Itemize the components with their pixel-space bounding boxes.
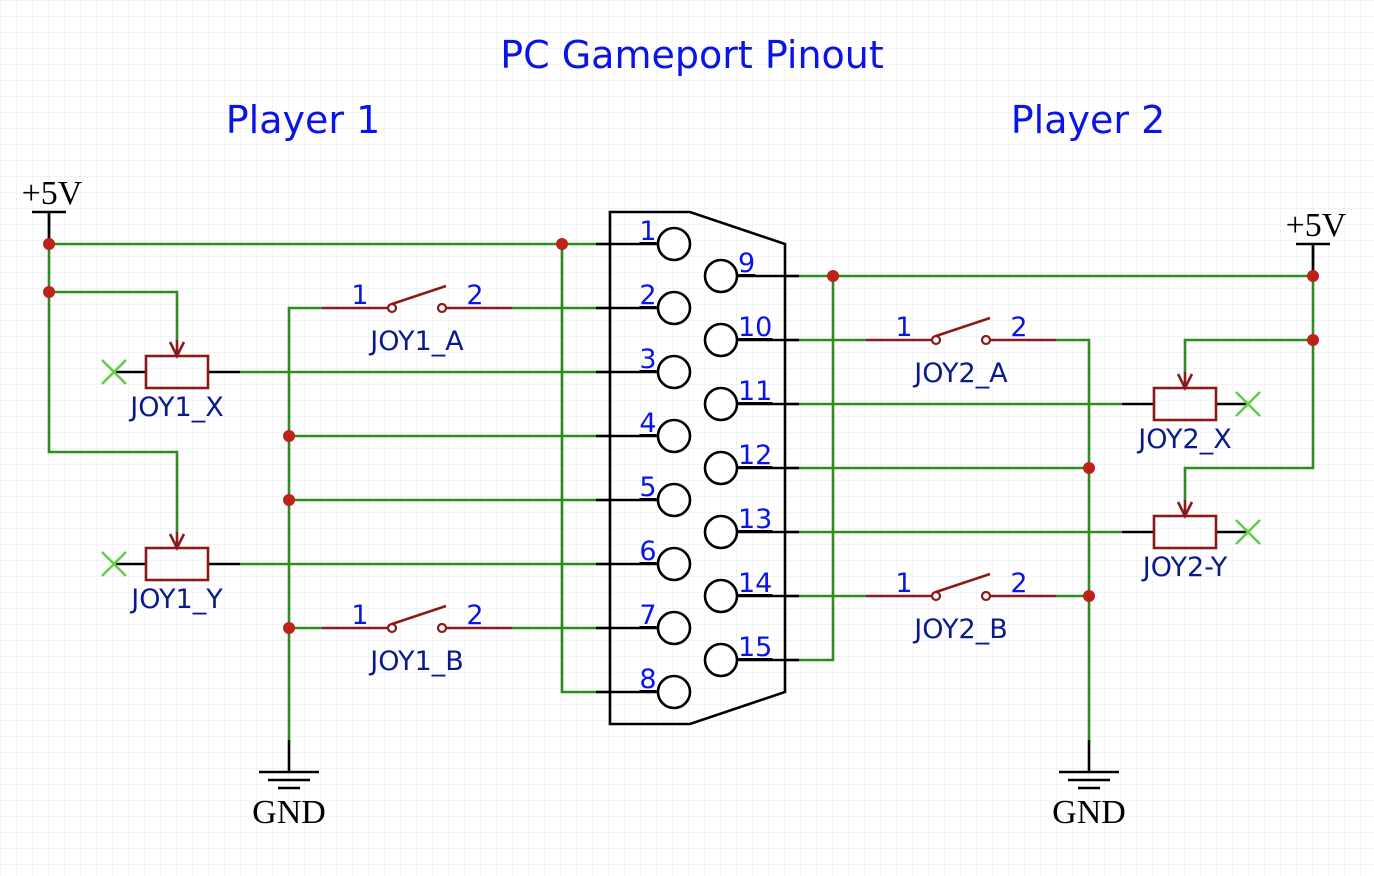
ground-right: GND — [1052, 740, 1126, 831]
power-5v-right-label: +5V — [1286, 207, 1347, 244]
joy2-a-pin1-label: 1 — [895, 312, 912, 343]
power-5v-left-label: +5V — [22, 175, 83, 212]
pin-8-label: 8 — [639, 664, 656, 695]
ground-left: GND — [252, 740, 326, 831]
joy2-a-label: JOY2_A — [912, 358, 1008, 389]
wire-5v-right-trunk — [1183, 244, 1315, 500]
db15-connector: 1 2 3 4 5 6 7 8 9 10 11 12 13 14 15 — [596, 210, 799, 726]
power-5v-right: +5V — [1286, 207, 1347, 276]
pin-10-label: 10 — [738, 312, 772, 343]
pin-3-label: 3 — [639, 344, 656, 375]
joy2-x-label: JOY2_X — [1136, 424, 1231, 455]
wire-gnd-left-bus — [287, 306, 322, 740]
pin-12-socket — [703, 450, 739, 486]
joy1-y-no-connect-icon — [101, 551, 127, 577]
joy1-a-pin1-label: 1 — [351, 280, 368, 311]
junction-dot — [43, 238, 55, 250]
joy2-y-no-connect-icon — [1235, 519, 1261, 545]
junction-dot — [1307, 270, 1319, 282]
pin-4-socket — [656, 418, 692, 454]
junction-dot — [283, 494, 295, 506]
joy1-x-label: JOY1_X — [128, 392, 223, 423]
joy2-b-switch: 1 2 JOY2_B — [866, 568, 1056, 645]
pin-6-label: 6 — [639, 536, 656, 567]
joy2-x-potentiometer: JOY2_X — [1122, 372, 1261, 455]
joy1-a-pin2-label: 2 — [466, 280, 483, 311]
pin-14-socket — [703, 578, 739, 614]
player1-heading: Player 1 — [226, 98, 381, 142]
pin-2-socket — [656, 290, 692, 326]
joy1-b-pin1-label: 1 — [351, 600, 368, 631]
pin-6-socket — [656, 546, 692, 582]
junction-dot — [1083, 462, 1095, 474]
junction-dot — [283, 622, 295, 634]
wire-to-joy1x-wiper — [49, 290, 179, 340]
joy2-a-switch: 1 2 JOY2_A — [866, 312, 1056, 389]
pin-9-label: 9 — [738, 248, 755, 279]
pin-15-socket — [703, 642, 739, 678]
pin-11-label: 11 — [738, 376, 772, 407]
pin-2-label: 2 — [639, 280, 656, 311]
pin-14-label: 14 — [738, 568, 772, 599]
pin-7-label: 7 — [639, 600, 656, 631]
junctions — [43, 238, 1319, 634]
player2-heading: Player 2 — [1011, 98, 1166, 142]
joy1-a-switch: 1 2 JOY1_A — [322, 280, 512, 357]
pin-7-socket — [656, 610, 692, 646]
joy1-y-potentiometer: JOY1_Y — [101, 532, 240, 615]
connector-shell — [608, 210, 787, 726]
wire-5v-left-to-pin1 — [47, 212, 179, 532]
pin-11-socket — [703, 386, 739, 422]
pin-5-label: 5 — [639, 472, 656, 503]
ground-left-label: GND — [252, 794, 326, 831]
junction-dot — [43, 286, 55, 298]
pin-13-label: 13 — [738, 504, 772, 535]
ground-right-label: GND — [1052, 794, 1126, 831]
pin-4-label: 4 — [639, 408, 656, 439]
joy2-x-no-connect-icon — [1235, 391, 1261, 417]
junction-dot — [1083, 590, 1095, 602]
joy1-b-pin2-label: 2 — [466, 600, 483, 631]
junction-dot — [556, 238, 568, 250]
joy1-y-label: JOY1_Y — [129, 584, 223, 615]
joy2-y-potentiometer: JOY2-Y — [1122, 500, 1261, 583]
power-5v-left: +5V — [22, 175, 83, 244]
wire-gnd-right-bus — [1056, 338, 1091, 740]
wire-pin1-pin8-link — [560, 244, 610, 694]
pin-8-socket — [656, 674, 692, 710]
pin-3-socket — [656, 354, 692, 390]
pin-13-socket — [703, 514, 739, 550]
joy1-a-label: JOY1_A — [368, 326, 464, 357]
wire-to-joy2x-wiper — [1183, 338, 1313, 372]
pin-15-label: 15 — [738, 632, 772, 663]
pin-5-socket — [656, 482, 692, 518]
joy1-x-no-connect-icon — [101, 359, 127, 385]
pin-1-label: 1 — [639, 216, 656, 247]
pin-10-socket — [703, 322, 739, 358]
joy1-x-potentiometer: JOY1_X — [101, 340, 240, 423]
pin-1-socket — [656, 226, 692, 262]
joy2-a-pin2-label: 2 — [1010, 312, 1027, 343]
joy2-b-pin1-label: 1 — [895, 568, 912, 599]
pin-12-label: 12 — [738, 440, 772, 471]
junction-dot — [827, 270, 839, 282]
pin-9-socket — [703, 258, 739, 294]
junction-dot — [283, 430, 295, 442]
junction-dot — [1307, 334, 1319, 346]
joy2-b-label: JOY2_B — [912, 614, 1007, 645]
joy1-b-label: JOY1_B — [368, 646, 463, 677]
joy2-b-pin2-label: 2 — [1010, 568, 1027, 599]
diagram-title: PC Gameport Pinout — [500, 33, 884, 77]
wires — [47, 212, 1315, 740]
joy2-y-label: JOY2-Y — [1141, 552, 1228, 583]
joy1-b-switch: 1 2 JOY1_B — [322, 600, 512, 677]
